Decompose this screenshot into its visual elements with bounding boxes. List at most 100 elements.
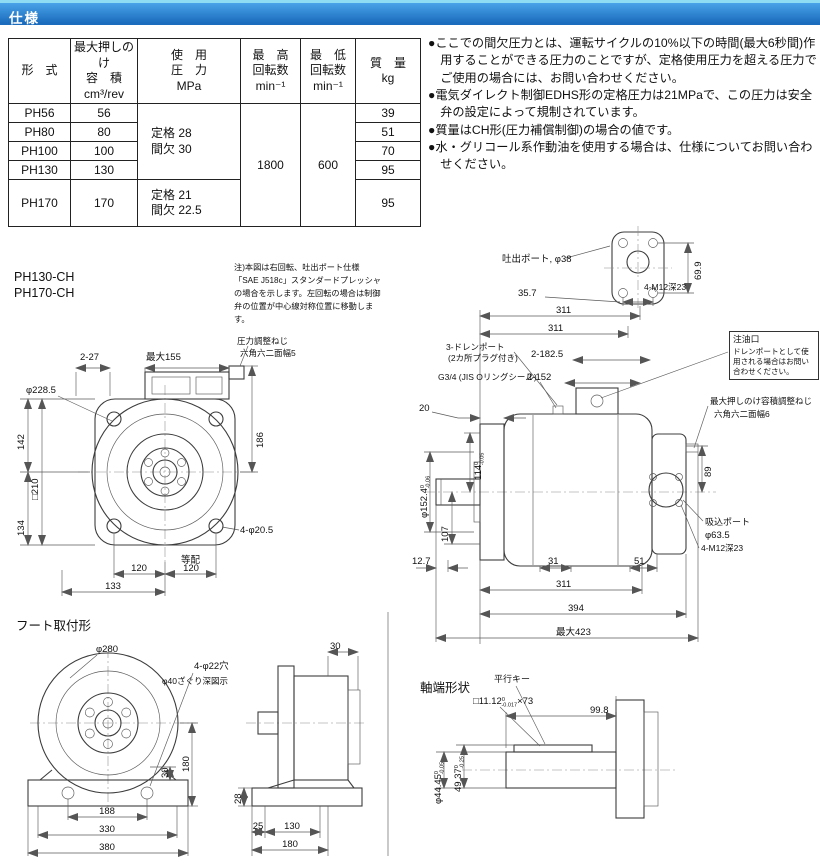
displacement-cell: 80 (70, 122, 138, 143)
dimension-label: 六角六二面幅6 (714, 409, 770, 419)
dimension-label: 30 (330, 641, 341, 652)
dimension-label: 4-M12深23 (644, 282, 686, 292)
dimension-label: 1140-0.05 (473, 453, 485, 480)
oil-port-note: ドレンポートとして使用される場合はお問い合わせください。 (733, 346, 809, 376)
note-item: ●質量はCH形(圧力補償制御)の場合の値です。 (428, 122, 680, 137)
dimension-label: 最大155 (146, 351, 181, 363)
dimension-label: 186 (255, 432, 266, 448)
mass-cell: 70 (355, 141, 421, 162)
dimension-label: 142 (16, 434, 27, 450)
dimension-label: 99.8 (590, 705, 609, 716)
dimension-label: 4-φ20.5 (240, 525, 273, 536)
dimension-label: φ228.5 (26, 385, 56, 396)
table-row: PH100 100 70 (8, 141, 421, 162)
dimension-label: 133 (105, 581, 121, 592)
model-label: PH170-CH (14, 286, 74, 300)
model-cell: PH170 (8, 179, 71, 228)
oil-port-callout: 注油口 ドレンポートとして使用される場合はお問い合わせください。 (729, 331, 819, 380)
model-cell: PH130 (8, 160, 71, 181)
header-row: 形 式 最大押しのけ 容 積 cm³/rev 使 用 圧 力 MPa 最 高 回… (8, 37, 421, 105)
note-item: ●水・グリコール系作動油を使用する場合は、仕様についてお問い合わせください。 (428, 139, 813, 172)
drain-port-label: 3-ドレンポート (446, 342, 505, 352)
dimension-label: 180 (282, 839, 298, 850)
dimension-label: φ152.40-0.06 (419, 476, 431, 518)
dimension-label: □210 (30, 478, 41, 500)
oil-port-label: 注油口 (733, 334, 760, 344)
col-header-pressure: 使 用 圧 力 MPa (137, 37, 241, 105)
dimension-label: 180 (181, 756, 192, 772)
dimension-label: 89 (703, 466, 714, 477)
dimension-label: 35.7 (518, 288, 537, 299)
discharge-port-label: 吐出ポート, φ38 (502, 253, 572, 265)
mass-cell: 39 (355, 103, 421, 124)
dimension-labels: PH130-CH PH170-CH 吐出ポート, φ38 35.7 4-M12深23 69… (14, 253, 812, 853)
foot-mount-title: フート取付形 (16, 619, 92, 633)
dimension-label: 134 (16, 520, 27, 536)
col-header-mass: 質 量 kg (355, 37, 421, 105)
col-header-max-speed: 最 高 回転数 min⁻¹ (240, 37, 301, 105)
dimension-label: 最大423 (556, 626, 591, 638)
dimension-label: 120 (183, 563, 199, 574)
adjust-screw-label: 最大押しのけ容積調整ねじ (710, 396, 812, 406)
model-cell: PH100 (8, 141, 71, 162)
dimension-label: G3/4 (JIS Oリングシール) (438, 372, 537, 382)
dimension-label: 311 (556, 579, 571, 590)
dimension-label: 圧力調整ねじ (237, 336, 288, 346)
dimension-label: 30 (160, 767, 171, 778)
mass-cell: 95 (355, 160, 421, 181)
dimension-label: 28 (233, 793, 244, 804)
dimension-label: 130 (284, 821, 300, 832)
front-view (20, 345, 258, 596)
bullet-icon: ● (428, 36, 436, 50)
displacement-cell: 100 (70, 141, 138, 162)
dimension-label: 311 (556, 305, 571, 316)
section-header: 仕様 (0, 0, 820, 26)
max-speed-cell: 1800 (240, 103, 301, 228)
shaft-end-view (436, 685, 676, 819)
dimension-label: 311 (548, 323, 563, 334)
dimension-label: 12.7 (412, 556, 431, 567)
dimension-label: 69.9 (693, 262, 704, 281)
suction-port-label: 吸込ポート (705, 517, 750, 527)
dimension-label: □11.120-0.017×73 (473, 696, 533, 708)
dimension-label: 51 (634, 556, 645, 567)
foot-mount-side (149, 648, 366, 856)
mass-cell: 95 (355, 179, 421, 228)
col-header-displacement: 最大押しのけ 容 積 cm³/rev (70, 37, 138, 105)
displacement-cell: 130 (70, 160, 138, 181)
note-item: ●ここでの間欠圧力とは、運転サイクルの10%以下の時間(最大6秒間)作用すること… (428, 36, 817, 85)
model-label: PH130-CH (14, 270, 74, 284)
bullet-icon: ● (428, 122, 436, 137)
dimension-label: 49.370-0.25 (453, 756, 465, 792)
dimension-label: 107 (440, 526, 451, 542)
dimension-label: 等配 (181, 554, 201, 566)
dimension-label: 20 (419, 403, 430, 414)
dimension-label: 25 (253, 821, 264, 832)
dimension-label: 4-φ22穴 (194, 660, 229, 672)
notes-list: ●ここでの間欠圧力とは、運転サイクルの10%以下の時間(最大6秒間)作用すること… (428, 35, 818, 174)
spec-table: 形 式 最大押しのけ 容 積 cm³/rev 使 用 圧 力 MPa 最 高 回… (8, 37, 421, 228)
section-title: 仕様 (9, 11, 40, 26)
dimension-label: 380 (99, 842, 115, 853)
model-cell: PH56 (8, 103, 71, 124)
shaft-end-title: 軸端形状 (420, 681, 471, 695)
min-speed-cell: 600 (300, 103, 356, 228)
dimension-label: φ40ざぐり深図示 (162, 676, 228, 686)
dimension-label: 188 (99, 806, 115, 817)
dimension-label: 4-M12深23 (701, 543, 743, 553)
dimension-label: φ44.450-0.05 (433, 762, 445, 804)
drawing-note: 注)本図は右回転、吐出ポート仕様「SAE J518c」スタンダードプレッシャの場… (234, 263, 381, 324)
mass-cell: 51 (355, 122, 421, 143)
col-header-model: 形 式 (8, 37, 71, 105)
dimension-label: 120 (131, 563, 147, 574)
col-header-min-speed: 最 低 回転数 min⁻¹ (300, 37, 356, 105)
displacement-cell: 56 (70, 103, 138, 124)
discharge-port-view (544, 226, 694, 310)
dimension-label: 330 (99, 824, 115, 835)
displacement-cell: 170 (70, 179, 138, 228)
dimension-label: 394 (568, 603, 584, 614)
side-view (416, 306, 729, 644)
